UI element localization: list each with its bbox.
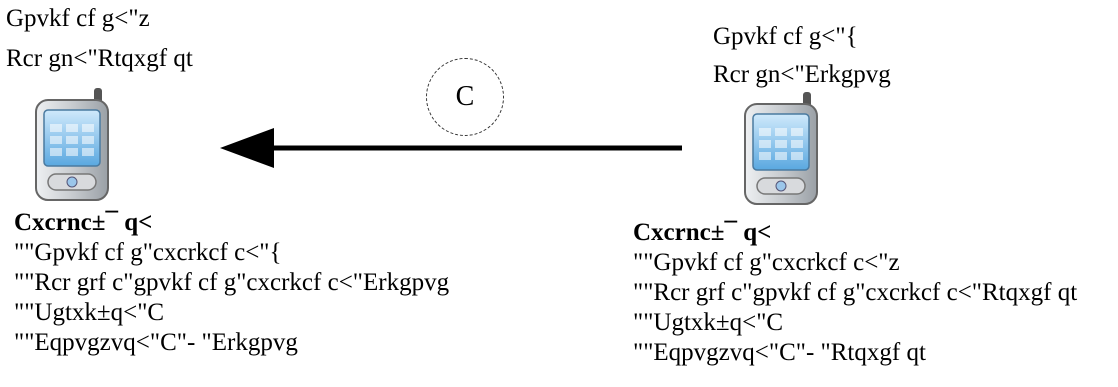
left-status-title: Cxcrnc±¯ q< [14,209,153,236]
left-device-title: Gpvkf cf g<"z [6,5,150,32]
connector-circle-label: C [455,81,475,112]
right-device-subtitle: Rcr gn<"Erkgpvg [713,61,891,88]
right-status-title: Cxcrnc±¯ q< [633,219,772,246]
left-status-line-4: ""Eqpvgzvq<"C"- "Erkgpvg [14,329,298,356]
right-status-line-2: ""Rcr grf c"gpvkf cf g"cxcrkcf c<"Rtqxgf… [633,279,1078,306]
phone-icon [744,92,818,205]
left-device-subtitle: Rcr gn<"Rtqxgf qt [6,45,193,72]
left-status-line-3: ""Ugtxk±q<"C [14,299,165,326]
phone-icon [35,88,109,201]
connector-circle: C [426,58,504,136]
left-status-line-1: ""Gpvkf cf g"cxcrkcf c<"{ [14,239,282,266]
right-device-title: Gpvkf cf g<"{ [713,23,858,50]
arrow-left-icon [220,128,682,168]
left-status-line-2: ""Rcr grf c"gpvkf cf g"cxcrkcf c<"Erkgpv… [14,269,450,296]
right-status-line-4: ""Eqpvgzvq<"C"- "Rtqxgf qt [633,339,926,366]
right-status-line-1: ""Gpvkf cf g"cxcrkcf c<"z [633,249,900,276]
right-status-line-3: ""Ugtxk±q<"C [633,309,784,336]
